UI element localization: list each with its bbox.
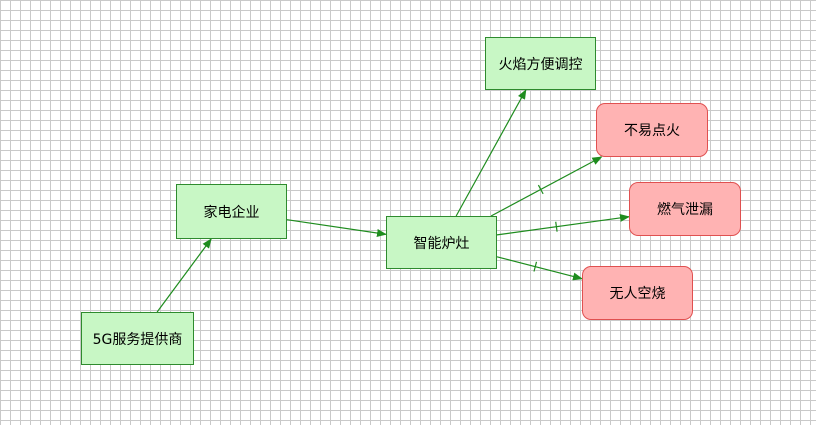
node-label: 智能炉灶 bbox=[413, 235, 470, 252]
edge-n5g-appliance bbox=[156, 238, 212, 313]
edge-stove-leak bbox=[496, 213, 630, 236]
node-label: 燃气泄漏 bbox=[657, 202, 713, 218]
node-gas-leak[interactable]: 燃气泄漏 bbox=[629, 182, 741, 236]
edge-tick-leak bbox=[555, 221, 558, 232]
node-hard-to-ignite[interactable]: 不易点火 bbox=[596, 103, 708, 157]
edge-stove-ignite bbox=[490, 156, 603, 217]
node-smart-stove[interactable]: 智能炉灶 bbox=[386, 216, 497, 269]
node-flame-control[interactable]: 火焰方便调控 bbox=[485, 37, 596, 90]
node-5g-provider[interactable]: 5G服务提供商 bbox=[81, 312, 194, 365]
edge-stove-flame bbox=[455, 89, 527, 217]
node-dry-burning[interactable]: 无人空烧 bbox=[582, 266, 693, 320]
edge-tick-dry bbox=[533, 261, 538, 272]
node-label: 火焰方便调控 bbox=[498, 56, 583, 73]
edge-tick-ignite bbox=[537, 184, 544, 195]
edge-stove-dry bbox=[496, 256, 583, 281]
node-appliance-company[interactable]: 家电企业 bbox=[176, 184, 287, 239]
node-label: 无人空烧 bbox=[609, 286, 666, 302]
node-label: 家电企业 bbox=[203, 204, 260, 221]
edge-appliance-stove bbox=[286, 219, 387, 237]
node-label: 不易点火 bbox=[624, 123, 680, 139]
node-label: 5G服务提供商 bbox=[92, 331, 183, 348]
